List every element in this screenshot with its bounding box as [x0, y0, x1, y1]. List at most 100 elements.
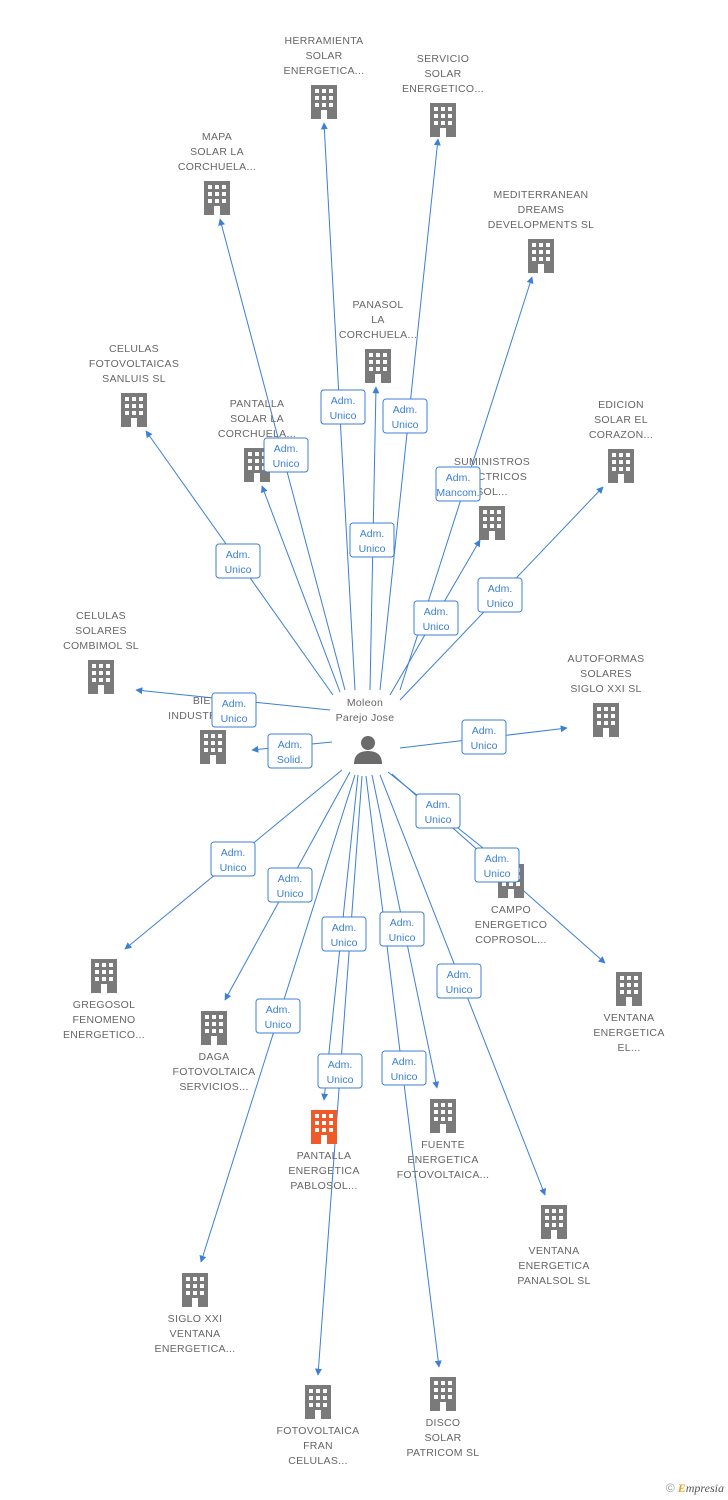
role-text: Unico: [225, 564, 252, 576]
role-badge-panasol[interactable]: Adm.Unico: [349, 522, 395, 558]
node-panasol[interactable]: PANASOLLACORCHUELA...: [339, 299, 417, 383]
role-badge-ventana_panalsol[interactable]: Adm.Unico: [436, 963, 482, 999]
role-text: Adm.: [488, 583, 513, 595]
role-badge-gregosol[interactable]: Adm.Unico: [210, 841, 256, 877]
node-pantalla_energetica[interactable]: PANTALLAENERGETICAPABLOSOL...: [288, 1110, 359, 1192]
role-text: Adm.: [424, 606, 449, 618]
node-label-line: EL...: [617, 1042, 640, 1054]
node-label-line: SOLARES: [75, 625, 127, 637]
building-icon: [430, 1099, 456, 1133]
node-siglo[interactable]: SIGLO XXIVENTANAENERGETICA...: [155, 1273, 236, 1355]
role-text: Unico: [221, 713, 248, 725]
role-badge-mediterranean[interactable]: Adm.Mancom.: [435, 466, 481, 502]
role-text: Unico: [484, 868, 511, 880]
role-text: Adm.: [266, 1004, 291, 1016]
role-badge-ventana_el[interactable]: Adm.Unico: [474, 847, 520, 883]
role-badge-fotovoltaica_fran[interactable]: Adm.Unico: [317, 1053, 363, 1089]
role-badge-box: [474, 847, 520, 883]
building-icon: [201, 1011, 227, 1045]
node-label-line: FRAN: [303, 1440, 333, 1452]
roles-layer: Adm.UnicoAdm.UnicoAdm.UnicoAdm.Mancom.Ad…: [210, 389, 523, 1089]
role-badge-box: [267, 733, 313, 769]
role-badge-pantalla_energetica[interactable]: Adm.Unico: [321, 916, 367, 952]
role-badge-autoformas[interactable]: Adm.Unico: [461, 719, 507, 755]
role-text: Unico: [327, 1074, 354, 1086]
node-label-line: SOL...: [476, 486, 508, 498]
node-label-line: VENTANA: [529, 1245, 580, 1257]
footer-brand[interactable]: ©Empresia: [666, 1481, 724, 1496]
node-label-line: COMBIMOL SL: [63, 640, 139, 652]
role-text: Unico: [389, 932, 416, 944]
role-text: Unico: [392, 419, 419, 431]
node-campo[interactable]: CAMPOENERGETICOCOPROSOL...: [475, 864, 547, 946]
node-fuente[interactable]: FUENTEENERGETICAFOTOVOLTAICA...: [397, 1099, 490, 1181]
center-person[interactable]: Moleon Parejo Jose: [336, 697, 395, 764]
node-ventana_el[interactable]: VENTANAENERGETICAEL...: [593, 972, 664, 1054]
node-label-line: HERRAMIENTA: [285, 35, 364, 47]
node-label-line: SIGLO XXI SL: [570, 683, 641, 695]
role-badge-pantalla_solar[interactable]: Adm.Unico: [263, 437, 309, 473]
node-label-line: SOLAR: [424, 1432, 461, 1444]
role-badge-disco[interactable]: Adm.Unico: [381, 1050, 427, 1086]
role-badge-box: [267, 867, 313, 903]
node-label-line: LA: [371, 314, 384, 326]
role-badge-celulas_combimol[interactable]: Adm.Unico: [211, 692, 257, 728]
person-icon: [354, 736, 382, 764]
role-badge-box: [349, 522, 395, 558]
role-badge-servicio[interactable]: Adm.Unico: [382, 398, 428, 434]
node-label-line: PANTALLA: [230, 398, 285, 410]
node-herramienta[interactable]: HERRAMIENTASOLARENERGETICA...: [284, 35, 365, 119]
node-label-line: SERVICIO: [417, 53, 469, 65]
building-icon: [88, 660, 114, 694]
role-badge-box: [317, 1053, 363, 1089]
building-icon: [305, 1385, 331, 1419]
role-badge-suministros[interactable]: Adm.Unico: [413, 600, 459, 636]
person-name-line-1: Moleon: [347, 697, 383, 709]
node-servicio[interactable]: SERVICIOSOLARENERGETICO...: [402, 53, 484, 137]
role-badge-bienes[interactable]: Adm.Solid.: [267, 733, 313, 769]
building-icon: [430, 103, 456, 137]
role-badge-box: [320, 389, 366, 425]
building-icon: [204, 181, 230, 215]
node-daga[interactable]: DAGAFOTOVOLTAICASERVICIOS...: [173, 1011, 256, 1093]
role-badge-celulas_sanluis[interactable]: Adm.Unico: [215, 543, 261, 579]
role-badge-mapa[interactable]: Adm.Unico: [320, 389, 366, 425]
building-icon: [91, 959, 117, 993]
role-badge-box: [215, 543, 261, 579]
node-label-line: CORCHUELA...: [218, 428, 296, 440]
node-gregosol[interactable]: GREGOSOLFENOMENOENERGETICO...: [63, 959, 145, 1041]
node-label-line: FOTOVOLTAICAS: [89, 358, 179, 370]
role-badge-siglo[interactable]: Adm.Unico: [255, 998, 301, 1034]
node-label-line: ENERGETICA...: [284, 65, 365, 77]
node-label-line: CAMPO: [491, 904, 531, 916]
building-icon: [365, 349, 391, 383]
role-text: Adm.: [278, 873, 303, 885]
building-icon: [430, 1377, 456, 1411]
node-label-line: AUTOFORMAS: [568, 653, 645, 665]
role-text: Unico: [391, 1071, 418, 1083]
building-icon: [121, 393, 147, 427]
node-label-line: ENERGETICA: [593, 1027, 664, 1039]
role-text: Unico: [471, 740, 498, 752]
building-icon: [541, 1205, 567, 1239]
role-badge-campo[interactable]: Adm.Unico: [415, 793, 461, 829]
role-text: Adm.: [426, 799, 451, 811]
role-badge-daga[interactable]: Adm.Unico: [267, 867, 313, 903]
node-fotovoltaica_fran[interactable]: FOTOVOLTAICAFRANCELULAS...: [277, 1385, 360, 1467]
role-badge-edicion[interactable]: Adm.Unico: [477, 577, 523, 613]
edge-line-pantalla_solar: [260, 485, 341, 693]
node-label-line: SOLAR LA: [190, 146, 244, 158]
role-text: Unico: [220, 862, 247, 874]
role-badge-fuente[interactable]: Adm. Unico: [379, 911, 425, 947]
node-label-line: CORCHUELA...: [339, 329, 417, 341]
role-text: Adm.: [390, 917, 415, 929]
